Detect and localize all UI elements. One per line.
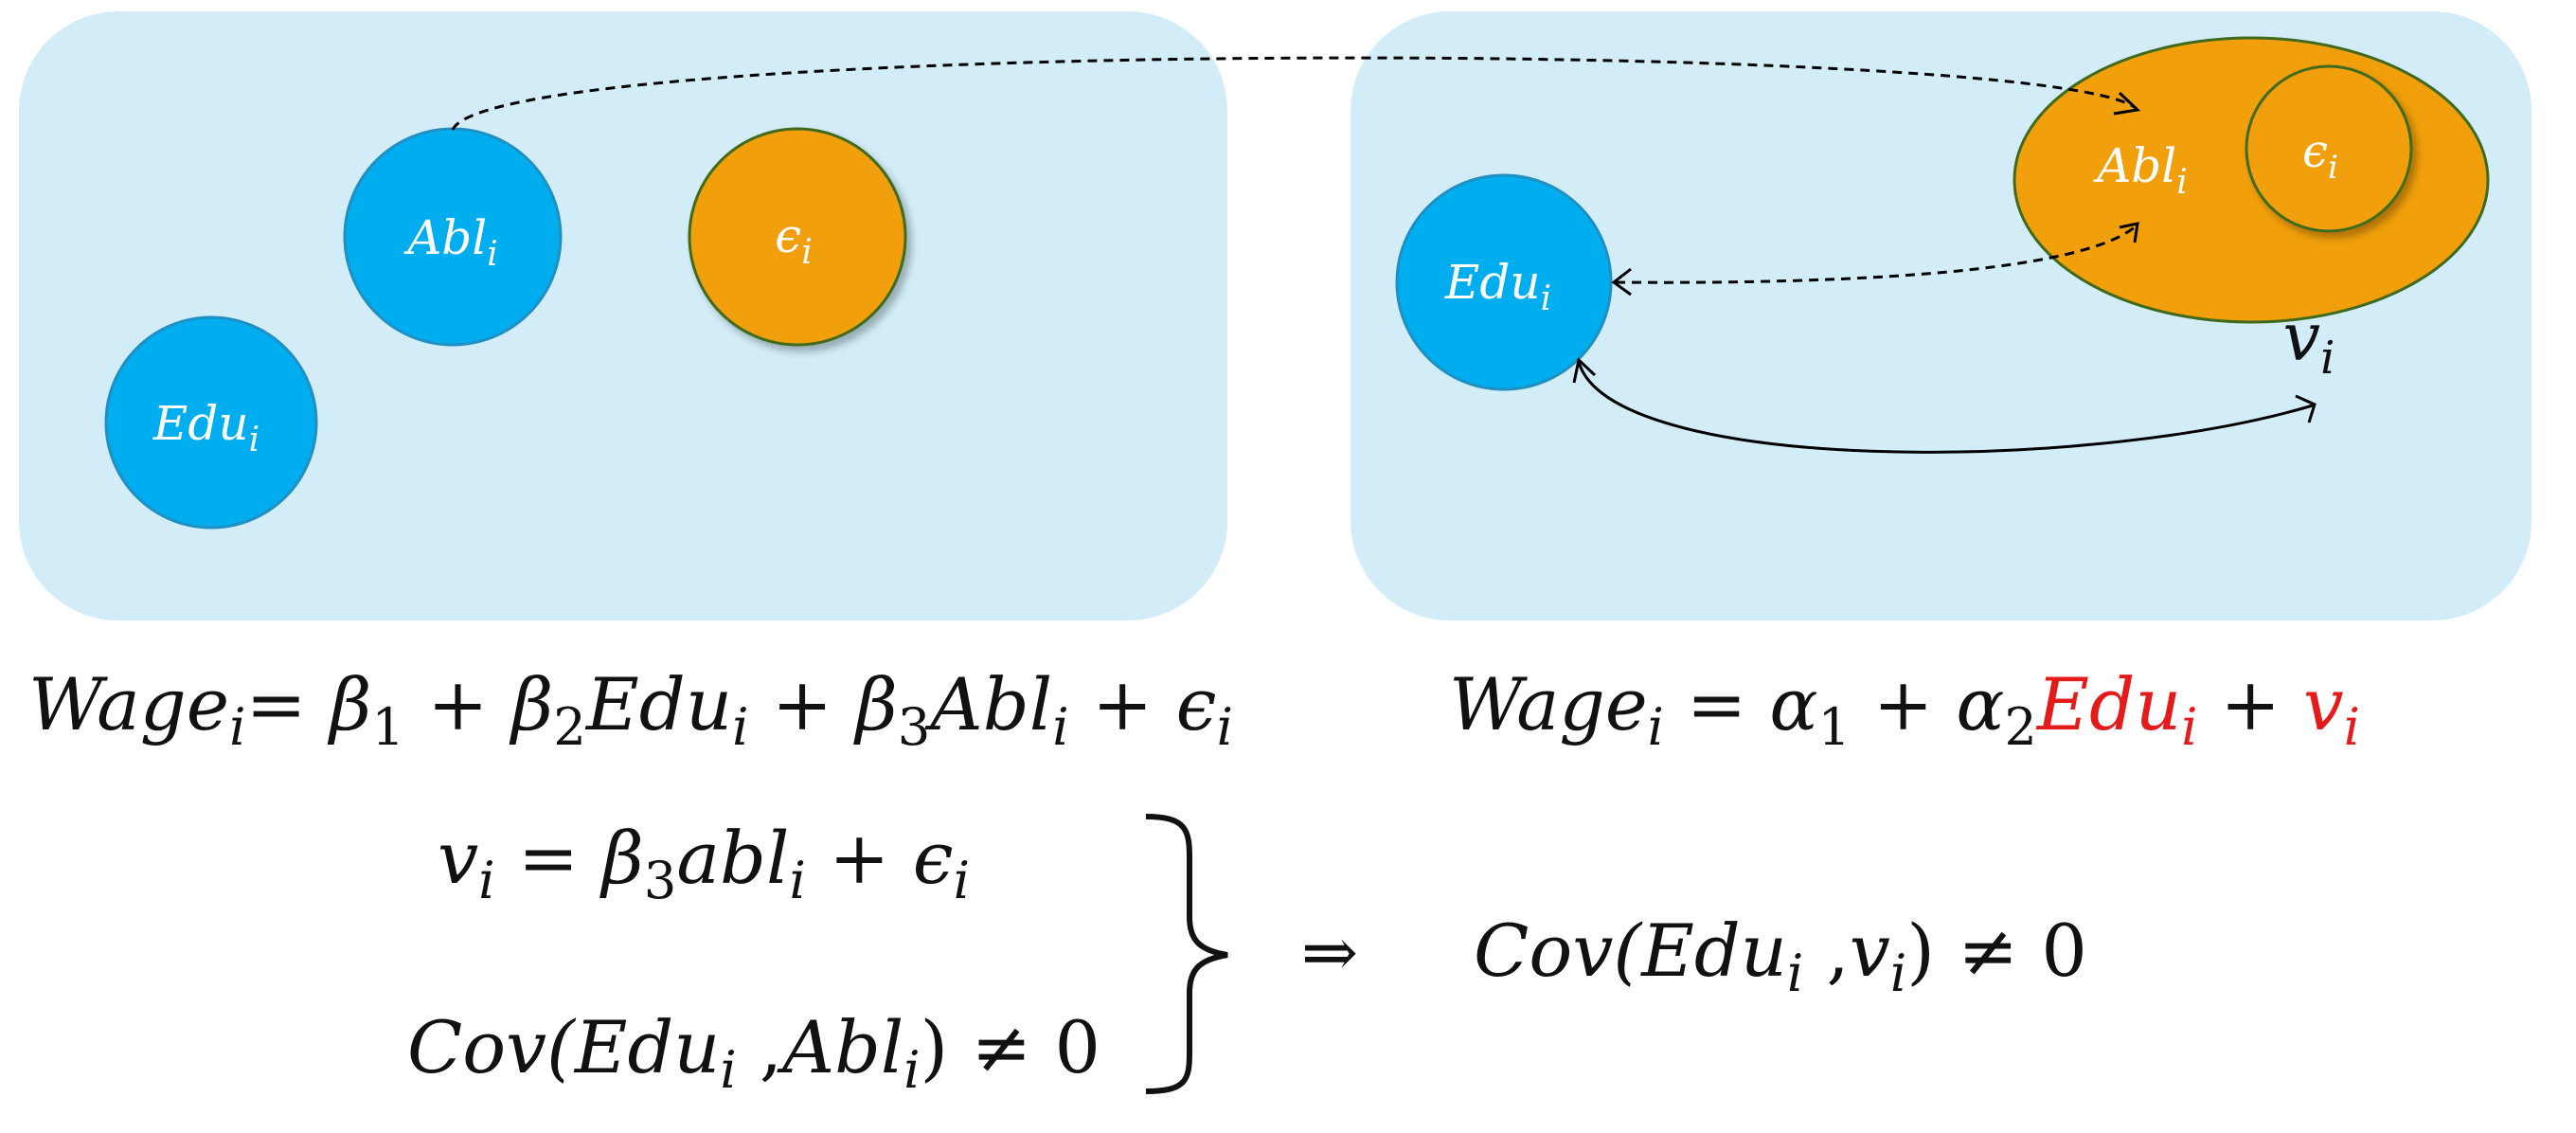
right-eps-label: ϵi [2302,125,2338,187]
implies-symbol: ⇒ [1301,912,1358,992]
dashed-arrow-abl-head [2113,91,2141,116]
equation-short-regression: Wagei = α1 + α2Edui + vi [1449,662,2360,762]
dashed-arrow-abl-head2 [2119,222,2139,243]
equation-long-regression: Wagei= β1 + β2Edui + β3Abli + ϵi [28,662,1233,762]
right-brace [1145,814,1228,1094]
equation-cov-edu-v: Cov(Edui ,vi) ≠ 0 [1474,908,2087,1003]
solid-arrow-edu-v [1577,361,2314,454]
equation-v-definition: vi = β3abli + ϵi [438,816,970,915]
left-eps-circle [688,127,907,347]
equation-cov-edu-abl: Cov(Edui ,Abli) ≠ 0 [407,1005,1100,1100]
solid-arrow-edu-head [1572,357,1597,384]
left-edu-label: Edui [152,396,259,459]
solid-arrow-v-head [2295,394,2317,423]
left-panel [19,11,1227,620]
right-abl-label: Abli [2093,138,2188,202]
right-eps-circle [2245,64,2413,233]
dashed-arrow-edu-abl [1615,224,2138,284]
dashed-arrow-abl-to-abl [451,56,2137,131]
dashed-arrow-edu-head [1611,267,1632,297]
right-edu-label: Edui [1444,255,1551,318]
left-abl-label: Abli [403,210,498,274]
right-edu-circle [1395,173,1613,391]
right-v-label: vi [2283,298,2335,385]
left-edu-circle [104,315,318,530]
left-eps-label: ϵi [775,208,813,272]
